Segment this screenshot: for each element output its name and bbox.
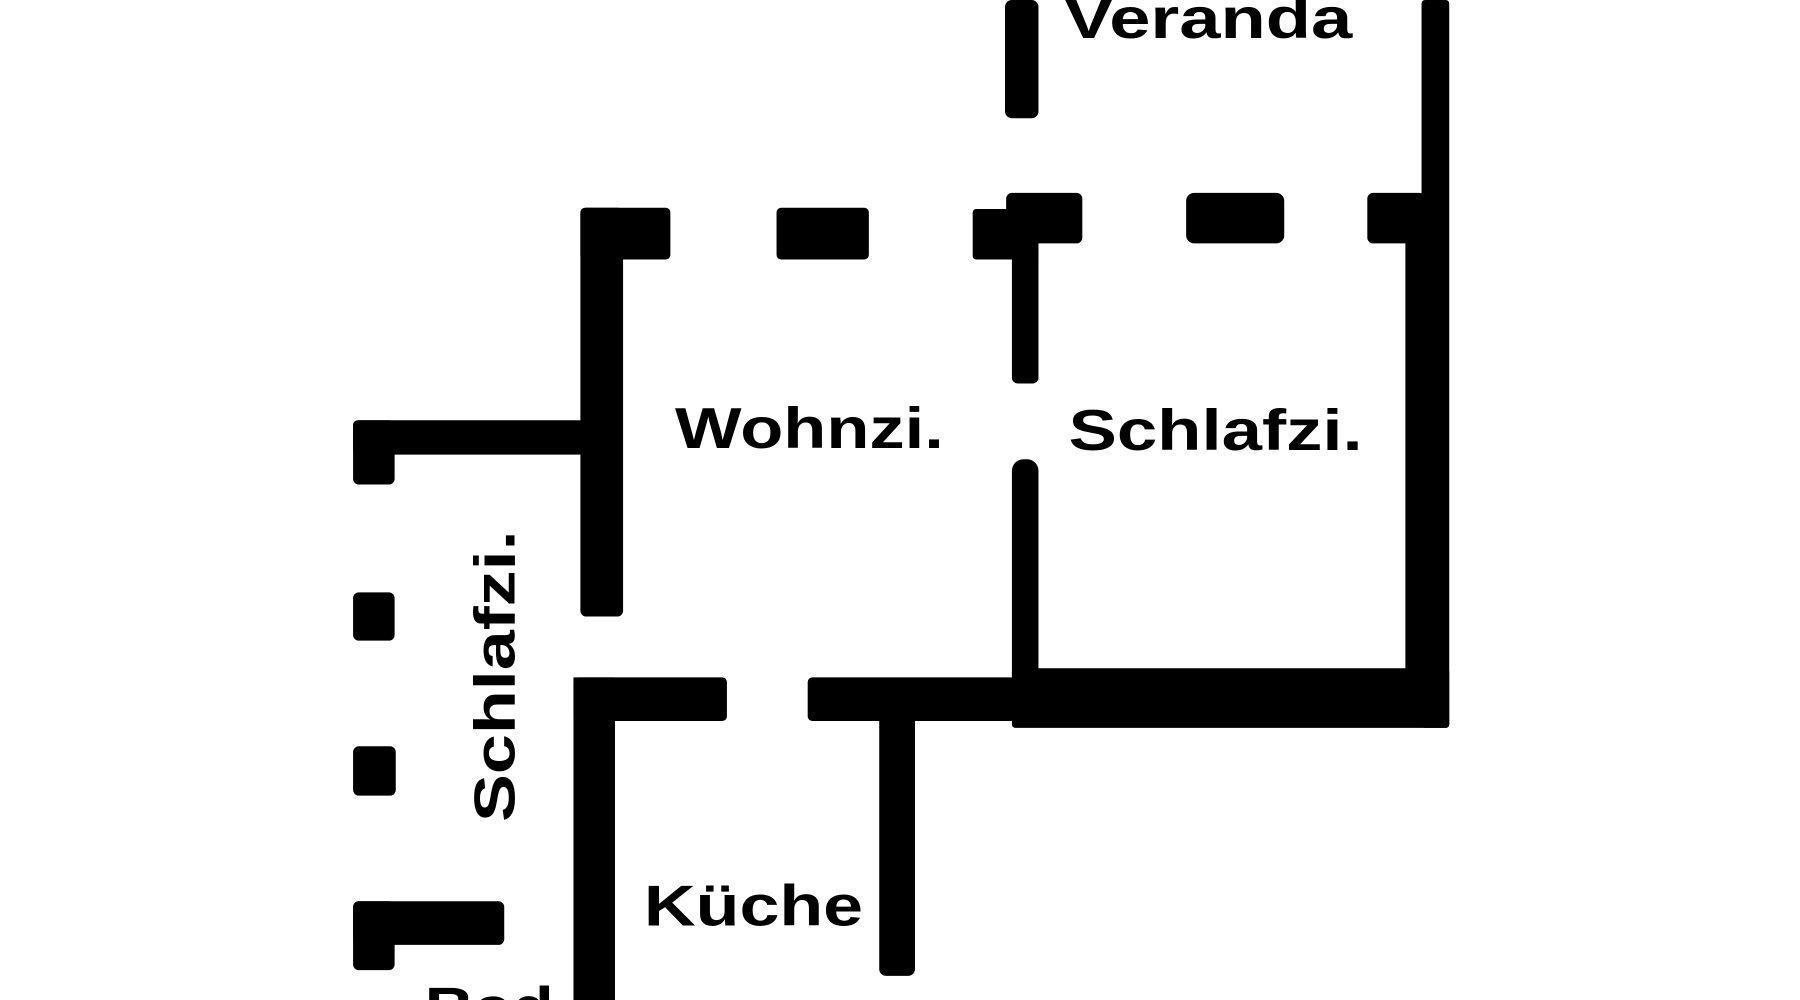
wall-schlafzi-bottom xyxy=(1011,668,1450,728)
room-labels: Veranda Wohnzi. Schlafzi. Schlafzi. Küch… xyxy=(425,0,1363,1000)
wall-schlafzi-right xyxy=(1405,229,1429,678)
walls xyxy=(353,0,1450,1000)
label-veranda: Veranda xyxy=(1064,0,1354,51)
label-kueche: Küche xyxy=(644,875,863,939)
label-schlafzimmer-left: Schlafzi. xyxy=(463,530,527,822)
wall-block xyxy=(353,592,395,641)
label-schlafzimmer-right: Schlafzi. xyxy=(1068,399,1362,463)
label-bad: Bad xyxy=(425,977,554,1000)
wall-interior-lower xyxy=(1011,459,1039,689)
wall-block xyxy=(353,746,396,796)
wall-kueche-left xyxy=(573,677,615,1000)
wall-stub xyxy=(353,420,395,485)
wall-veranda-left xyxy=(1005,0,1039,119)
wall-wohnzi-left xyxy=(580,207,624,617)
wall-segment xyxy=(776,207,869,260)
wall-kueche-top-right xyxy=(807,677,1016,722)
wall-segment xyxy=(1186,192,1285,244)
wall-kueche-right xyxy=(879,711,915,976)
label-wohnzimmer: Wohnzi. xyxy=(675,397,944,461)
wall-interior-upper xyxy=(1011,243,1039,384)
wall-block xyxy=(353,901,395,971)
wall-horizontal-left xyxy=(353,420,584,455)
